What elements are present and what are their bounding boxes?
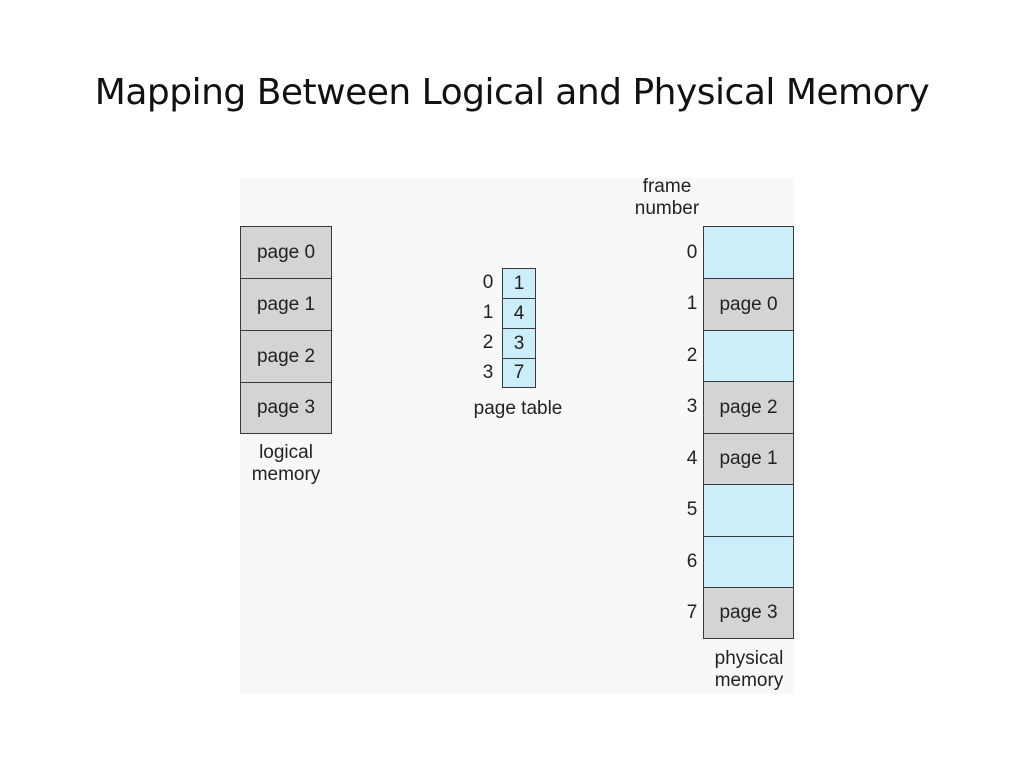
physical-memory-label: physical memory — [714, 648, 784, 691]
frame-number-4: 4 — [686, 448, 698, 469]
physical-frame-1: page 0 — [703, 278, 794, 331]
page-table-index-3: 3 — [482, 362, 494, 383]
physical-frame-7: page 3 — [703, 587, 794, 639]
page-table-label: page table — [473, 398, 563, 419]
frame-number-1: 1 — [686, 293, 698, 314]
frame-number-3: 3 — [686, 396, 698, 417]
physical-frame-3: page 2 — [703, 381, 794, 434]
paging-diagram: page 0 page 1 page 2 page 3 logical memo… — [240, 176, 794, 694]
logical-memory-label: logical memory — [251, 442, 321, 485]
physical-frame-5 — [703, 484, 794, 537]
frame-number-2: 2 — [686, 345, 698, 366]
physical-frame-4: page 1 — [703, 433, 794, 485]
physical-frame-2 — [703, 330, 794, 382]
page-table-entry-0: 1 — [502, 268, 536, 299]
frame-number-6: 6 — [686, 551, 698, 572]
page-table-entry-1: 4 — [502, 298, 536, 329]
logical-page-1: page 1 — [240, 278, 332, 331]
page-table-index-0: 0 — [482, 272, 494, 293]
frame-number-7: 7 — [686, 602, 698, 623]
physical-frame-0 — [703, 226, 794, 279]
logical-page-3: page 3 — [240, 382, 332, 434]
frame-number-header: frame number — [634, 176, 700, 219]
page-table-index-1: 1 — [482, 302, 494, 323]
page-table-entry-2: 3 — [502, 328, 536, 359]
logical-page-0: page 0 — [240, 226, 332, 279]
frame-number-0: 0 — [686, 242, 698, 263]
slide-title: Mapping Between Logical and Physical Mem… — [94, 72, 930, 113]
frame-number-5: 5 — [686, 499, 698, 520]
page-table-index-2: 2 — [482, 332, 494, 353]
physical-frame-6 — [703, 536, 794, 588]
logical-page-2: page 2 — [240, 330, 332, 383]
page-table-entry-3: 7 — [502, 358, 536, 388]
